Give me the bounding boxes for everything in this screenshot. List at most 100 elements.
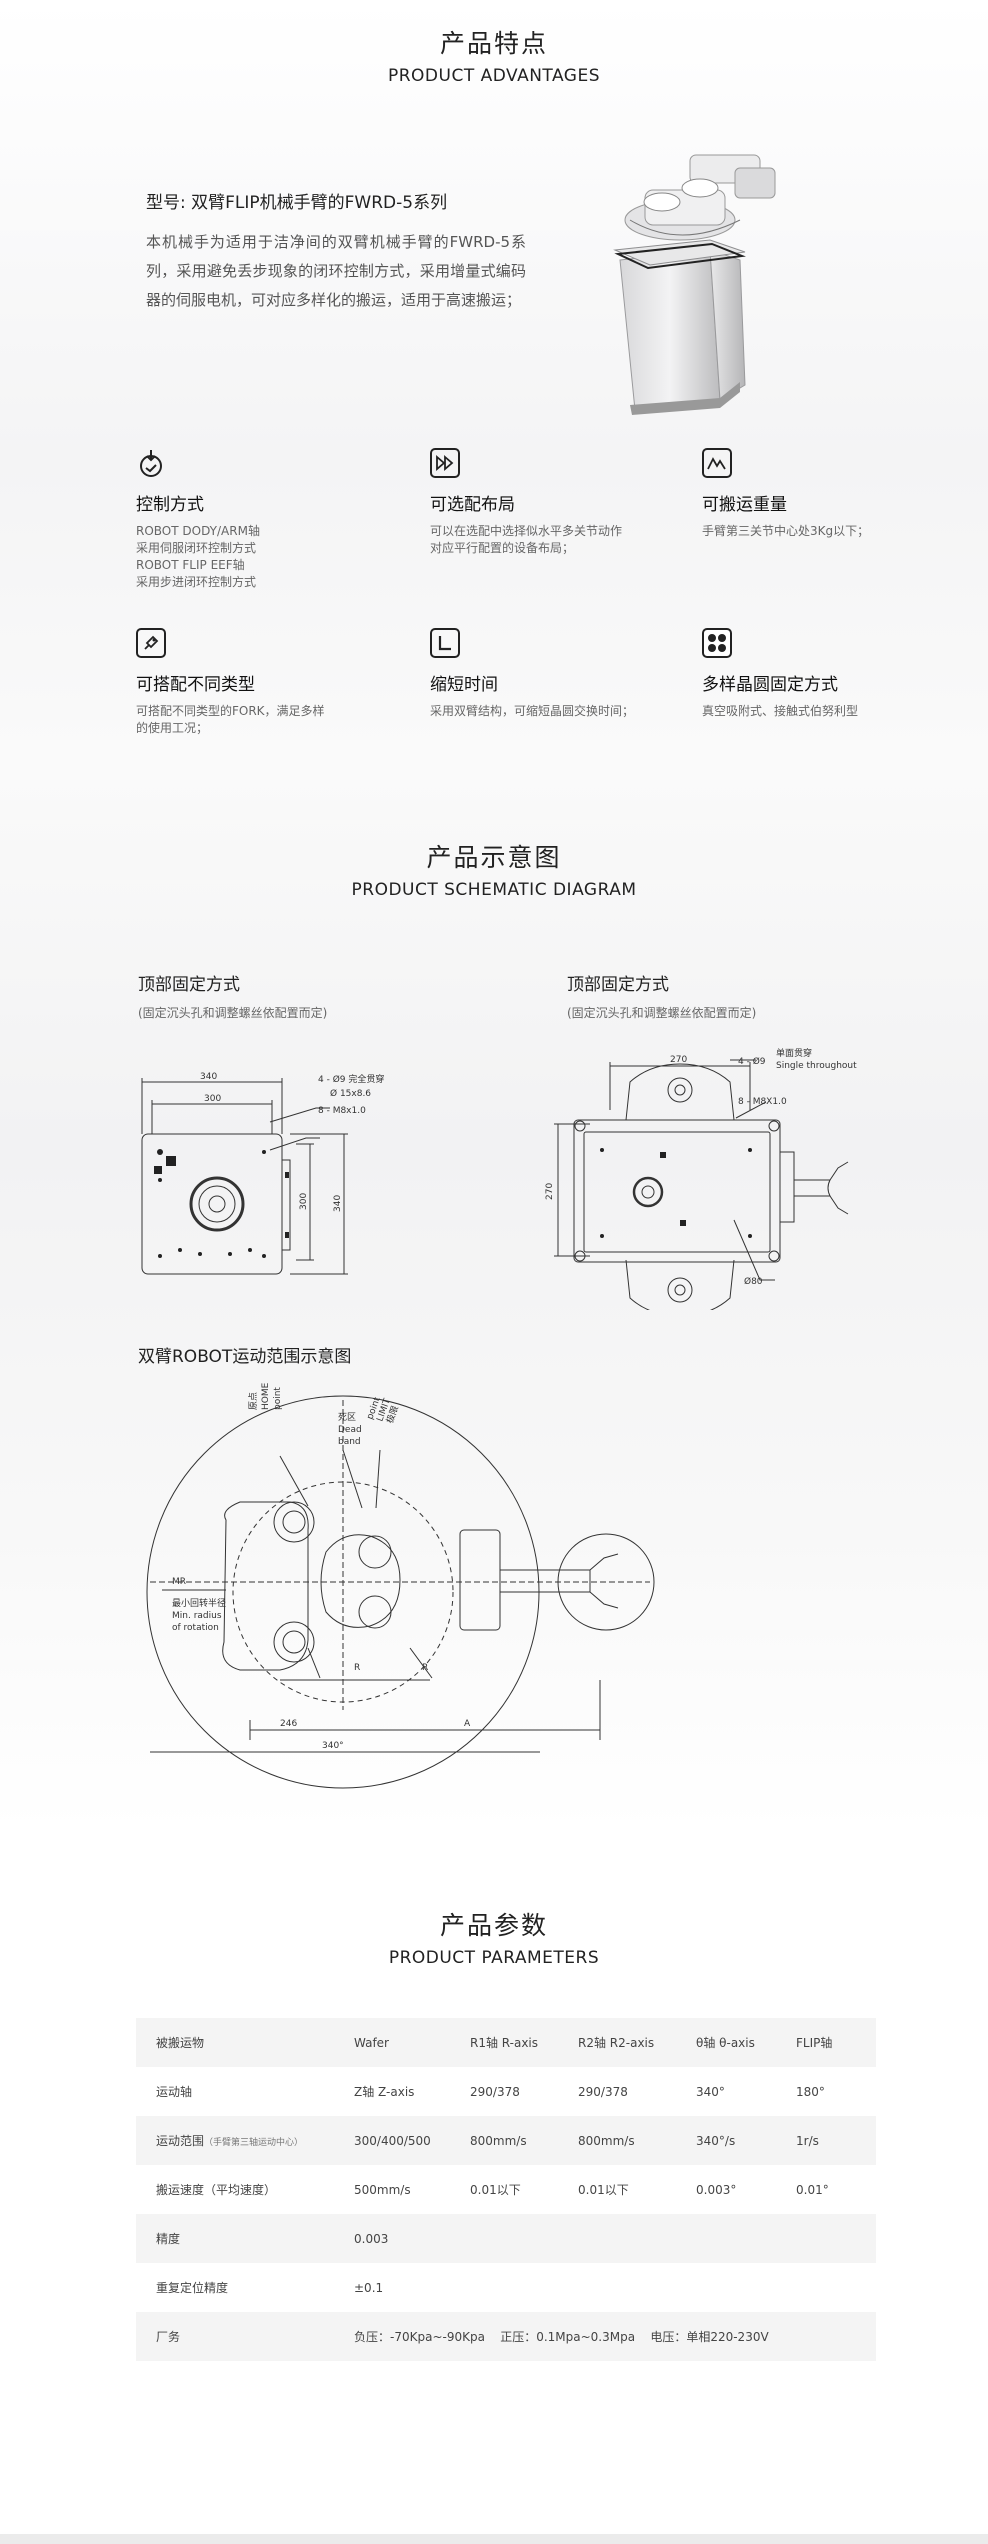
table-cell: Wafer xyxy=(354,2018,470,2067)
label-dead-en: Dead xyxy=(338,1425,362,1435)
row-note: （手臂第三轴运动中心） xyxy=(204,2138,304,2148)
note-single-zh: 单面贯穿 xyxy=(776,1047,812,1059)
table-cell: 340°/s xyxy=(696,2116,796,2165)
label-min-en: Min. radius xyxy=(172,1611,222,1621)
table-cell: Z轴 Z-axis xyxy=(354,2085,415,2099)
feature-desc: ROBOT DODY/ARM轴 采用伺服闭环控制方式 ROBOT FLIP EE… xyxy=(136,524,260,589)
table-cell: ±0.1 xyxy=(354,2280,384,2295)
table-cell: 290/378 xyxy=(470,2084,520,2099)
row-label: 厂务 xyxy=(136,2312,354,2361)
table-cell xyxy=(696,2214,796,2263)
table-cell: 300/400/500 xyxy=(354,2116,470,2165)
dim-270-side: 270 xyxy=(545,1183,555,1200)
motion-range-drawing: 原点 HOME point 死区 Dead band 极限 LIMIT poin… xyxy=(146,1382,655,1789)
fork-icon xyxy=(136,628,166,658)
label-home-zh: 原点 xyxy=(248,1392,259,1410)
time-icon xyxy=(430,628,460,658)
label-r-left: R xyxy=(354,1663,360,1673)
top-mount-drawing-right: 270 270 Ø80 4 - Ø9 单面贯穿 Single throughou… xyxy=(545,1047,857,1310)
feature-title: 可搬运重量 xyxy=(702,495,787,515)
table-row: 被搬运物 Wafer R1轴 R-axis R2轴 R2-axis θ轴 θ-a… xyxy=(136,2018,876,2067)
note-counterbore: Ø 15x8.6 xyxy=(330,1088,371,1099)
table-cell: 0.01以下 xyxy=(470,2183,521,2197)
layout-icon xyxy=(430,448,460,478)
feature-fork: 可搭配不同类型 可搭配不同类型的FORK，满足多样 的使用工况； xyxy=(136,628,406,737)
note-hole: 4 - Ø9 完全贯穿 xyxy=(318,1073,384,1085)
note-thread: 8 - M8x1.0 xyxy=(318,1106,366,1116)
table-cell: 0.01以下 xyxy=(578,2183,629,2197)
advantages-title-zh: 产品特点 xyxy=(439,29,548,58)
table-cell: R2轴 R2-axis xyxy=(578,2018,696,2067)
table-row: 重复定位精度 ±0.1 xyxy=(136,2263,876,2312)
feature-desc: 采用双臂结构，可缩短晶圆交换时间； xyxy=(430,704,635,718)
top-mount-drawing-left: 340 300 300 340 4 - Ø9 完全贯穿 Ø 15x8.6 8 -… xyxy=(141,1072,384,1275)
parameters-title: 产品参数 PRODUCT PARAMETERS xyxy=(0,1906,988,1968)
row-label: 运动范围 xyxy=(156,2134,205,2148)
feature-title: 控制方式 xyxy=(136,495,204,515)
label-r-right: R xyxy=(422,1663,428,1673)
table-cell: 340° xyxy=(696,2084,725,2099)
note-thread: 8 - M8X1.0 xyxy=(738,1097,787,1107)
table-cell: 500mm/s xyxy=(354,2182,411,2197)
dim-246: 246 xyxy=(280,1719,297,1729)
row-label-cell: 运动范围（手臂第三轴运动中心） xyxy=(136,2116,354,2165)
feature-weight: 可搬运重量 手臂第三关节中心处3Kg以下； xyxy=(702,448,972,540)
table-row: 运动轴 Z轴 Z-axis 290/378 290/378 340° 180° xyxy=(136,2067,876,2116)
table-cell: R1轴 R-axis xyxy=(470,2018,578,2067)
footer-bar xyxy=(0,2534,988,2544)
schematic-title-zh: 产品示意图 xyxy=(426,843,562,872)
dim-340-deg: 340° xyxy=(322,1741,344,1751)
schematic-title-en: PRODUCT SCHEMATIC DIAGRAM xyxy=(351,880,637,900)
label-dead-en2: band xyxy=(338,1437,361,1447)
label-min-en2: of rotation xyxy=(172,1623,219,1633)
table-cell xyxy=(470,2214,578,2263)
row-label: 运动轴 xyxy=(156,2085,193,2099)
note-single-en: Single throughout xyxy=(776,1061,857,1071)
dim-300-top: 300 xyxy=(204,1094,221,1104)
dim-a: A xyxy=(464,1719,471,1729)
table-cell: 800mm/s xyxy=(470,2116,578,2165)
parameters-title-zh: 产品参数 xyxy=(439,1911,548,1940)
table-row: 精度 0.003 xyxy=(136,2214,876,2263)
right-diagram-sub: (固定沉头孔和调整螺丝依配置而定) xyxy=(567,1006,757,1020)
feature-desc: 手臂第三关节中心处3Kg以下； xyxy=(702,524,870,538)
feature-control: 控制方式 ROBOT DODY/ARM轴 采用伺服闭环控制方式 ROBOT FL… xyxy=(136,448,406,591)
feature-title: 缩短时间 xyxy=(430,675,498,695)
table-cell xyxy=(796,2214,876,2263)
weight-icon xyxy=(702,448,732,478)
feature-wafer: 多样晶圆固定方式 真空吸附式、接触式伯努利型 xyxy=(702,628,972,720)
label-min-zh: 最小回转半径 xyxy=(172,1597,226,1609)
table-cell xyxy=(796,2263,876,2312)
robot-product-image xyxy=(613,154,776,415)
table-cell: 800mm/s xyxy=(578,2116,696,2165)
wafer-icon xyxy=(702,628,732,658)
label-home-en2: point xyxy=(273,1387,283,1410)
feature-desc: 可搭配不同类型的FORK，满足多样 的使用工况； xyxy=(136,704,325,735)
facility-cell: 负压：-70Kpa~-90Kpa 正压：0.1Mpa~0.3Mpa 电压：单相2… xyxy=(354,2312,876,2361)
row-label: 精度 xyxy=(136,2214,354,2263)
product-intro: 本机械手为适用于洁净间的双臂机械手臂的FWRD-5系列，采用避免丢步现象的闭环控… xyxy=(146,233,526,309)
table-cell xyxy=(578,2263,696,2312)
feature-desc: 真空吸附式、接触式伯努利型 xyxy=(702,704,859,718)
table-cell: 1r/s xyxy=(796,2116,876,2165)
motion-range-title: 双臂ROBOT运动范围示意图 xyxy=(138,1347,352,1367)
table-cell: 0.01° xyxy=(796,2182,829,2197)
dim-340-side: 340 xyxy=(333,1195,343,1212)
left-diagram-heading: 顶部固定方式 (固定沉头孔和调整螺丝依配置而定) xyxy=(138,970,327,1021)
feature-layout: 可选配布局 可以在选配中选择似水平多关节动作 对应平行配置的设备布局； xyxy=(430,448,700,557)
label-home-en: HOME xyxy=(261,1382,271,1410)
table-cell: 0.003 xyxy=(354,2214,470,2263)
model-name: 型号: 双臂FLIP机械手臂的FWRD-5系列 xyxy=(146,193,448,213)
feature-desc: 可以在选配中选择似水平多关节动作 对应平行配置的设备布局； xyxy=(430,524,623,555)
label-mr: MR xyxy=(172,1577,186,1587)
control-icon xyxy=(136,448,166,478)
table-cell: 180° xyxy=(796,2084,825,2099)
dim-diameter-80: Ø80 xyxy=(744,1276,763,1287)
table-row: 厂务 负压：-70Kpa~-90Kpa 正压：0.1Mpa~0.3Mpa 电压：… xyxy=(136,2312,876,2361)
right-diagram-title: 顶部固定方式 xyxy=(567,975,669,995)
note-hole: 4 - Ø9 xyxy=(738,1056,766,1067)
advantages-title-en: PRODUCT ADVANTAGES xyxy=(387,66,601,86)
feature-title: 多样晶圆固定方式 xyxy=(702,675,838,695)
parameters-table: 被搬运物 Wafer R1轴 R-axis R2轴 R2-axis θ轴 θ-a… xyxy=(136,2018,876,2361)
dim-270-top: 270 xyxy=(670,1055,687,1065)
